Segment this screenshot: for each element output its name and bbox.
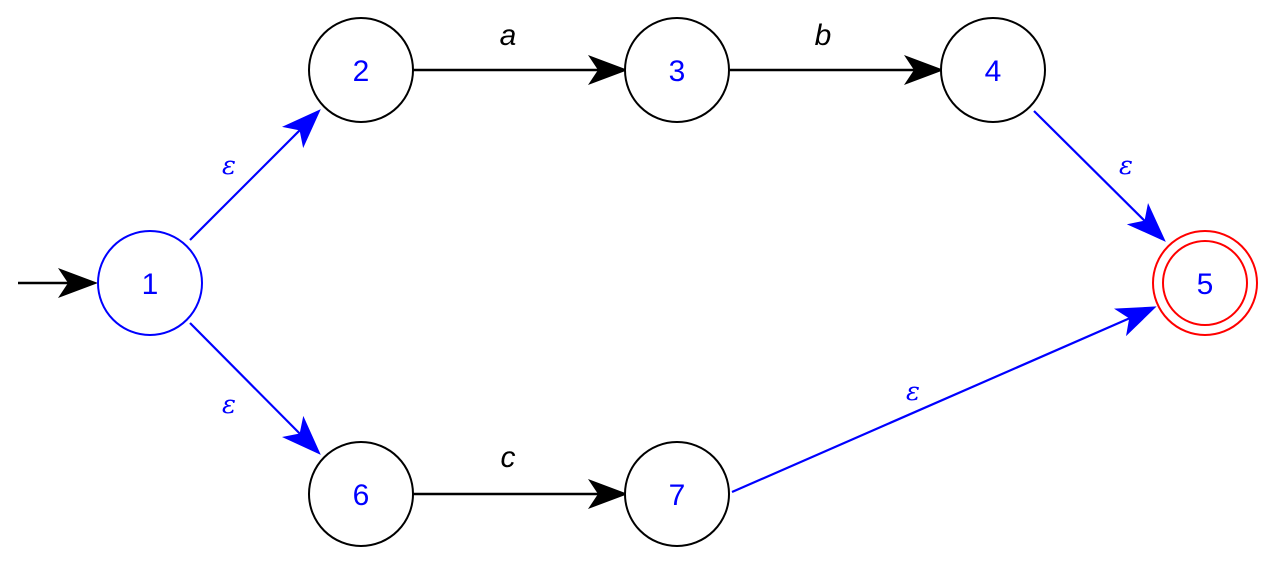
- state-6-label: 6: [353, 479, 370, 512]
- state-6: 6: [308, 441, 414, 547]
- transition-7-5: [731, 306, 1157, 494]
- state-1-label: 1: [142, 268, 159, 301]
- state-5-label: 5: [1197, 268, 1214, 301]
- state-7: 7: [624, 441, 730, 547]
- transition-4-5-label: ε: [1119, 151, 1133, 181]
- transition-3-4-label: b: [815, 19, 832, 52]
- state-3-label: 3: [669, 55, 686, 88]
- transition-6-7-label: c: [501, 441, 516, 474]
- transition-1-2-label: ε: [222, 151, 236, 181]
- transition-1-6: [189, 322, 321, 455]
- transition-1-2: [189, 109, 321, 241]
- state-1: 1: [97, 230, 203, 336]
- state-5-accepting: 5: [1152, 230, 1258, 336]
- state-3: 3: [624, 17, 730, 123]
- transition-1-6-label: ε: [222, 390, 236, 420]
- state-4: 4: [940, 17, 1046, 123]
- state-7-label: 7: [669, 479, 686, 512]
- state-2: 2: [308, 17, 414, 123]
- state-2-label: 2: [353, 55, 370, 88]
- transition-4-5: [1033, 110, 1166, 242]
- state-4-label: 4: [985, 55, 1002, 88]
- transition-7-5-label: ε: [906, 377, 920, 407]
- transition-2-3-label: a: [500, 19, 517, 52]
